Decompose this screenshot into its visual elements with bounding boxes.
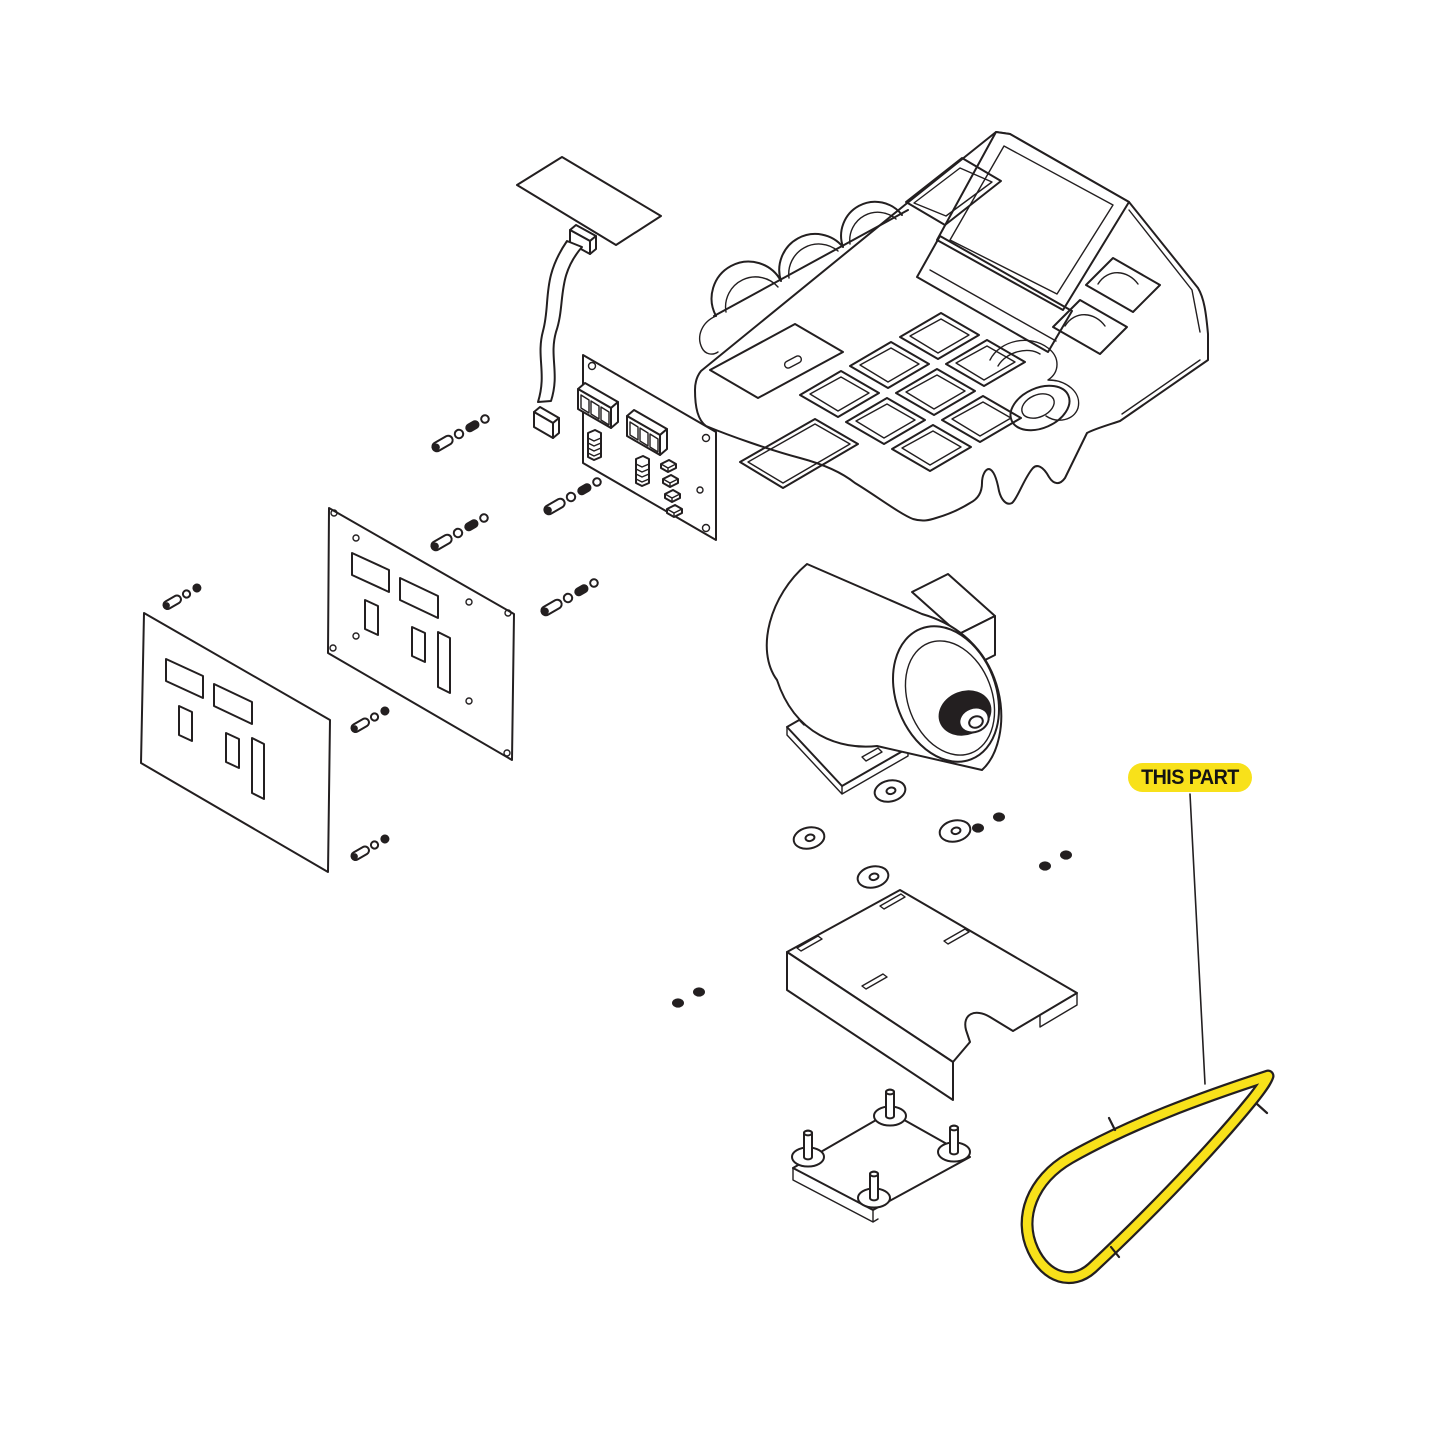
ribbon-connector [533,406,560,439]
callout-label: THIS PART [1141,765,1239,789]
overlay-placard [516,156,662,439]
fastener-set [348,703,393,736]
fastener-set [428,511,491,554]
cup-holder [1009,384,1071,432]
callout-leader-line [1189,793,1206,1085]
stud-mounting-plate [791,1088,971,1223]
ridged-pad [698,200,909,355]
fastener-set [429,412,492,455]
isolation-washer [871,776,909,806]
display-lid [936,131,1130,311]
right-pockets [1052,257,1161,355]
fastener-set [541,475,604,518]
drive-belt-highlighted [1020,1069,1275,1285]
ribbon-cable [537,240,583,403]
motor-assembly [765,563,1003,795]
board-component [660,459,677,473]
placard-tab [569,224,597,255]
overlay-panel-outer [140,612,331,873]
pin-header [587,429,602,461]
mounting-stud [949,1124,959,1156]
fastener-set [160,580,205,613]
mounting-stud [869,1170,879,1202]
mounting-stud [885,1088,895,1120]
isolation-washers [790,776,974,892]
handle-cutout [989,339,1080,421]
callout-this-part: THIS PART [1128,763,1252,792]
overlay-mounting-panel [327,507,515,761]
mounting-stud [803,1129,813,1161]
screw-pair [672,987,705,1008]
console-housing [694,131,1209,522]
board-component [666,504,683,518]
fastener-set [348,831,393,864]
display-pocket [916,235,1073,353]
storage-tray [739,418,859,489]
lid-opening-frame [905,157,1002,226]
fastener-set [538,576,601,619]
isolation-washer [854,862,892,892]
motor-pulley [938,690,992,736]
electronics-bracket [786,889,1078,1101]
board-component [662,474,679,488]
left-tray [709,323,844,399]
isolation-washer [790,823,828,853]
screw-pair [972,812,1005,833]
board-component [664,489,681,503]
isolation-washer [936,816,974,846]
screw-pair [1039,850,1072,871]
display-circuit-board [577,354,717,541]
pin-header [635,455,650,487]
